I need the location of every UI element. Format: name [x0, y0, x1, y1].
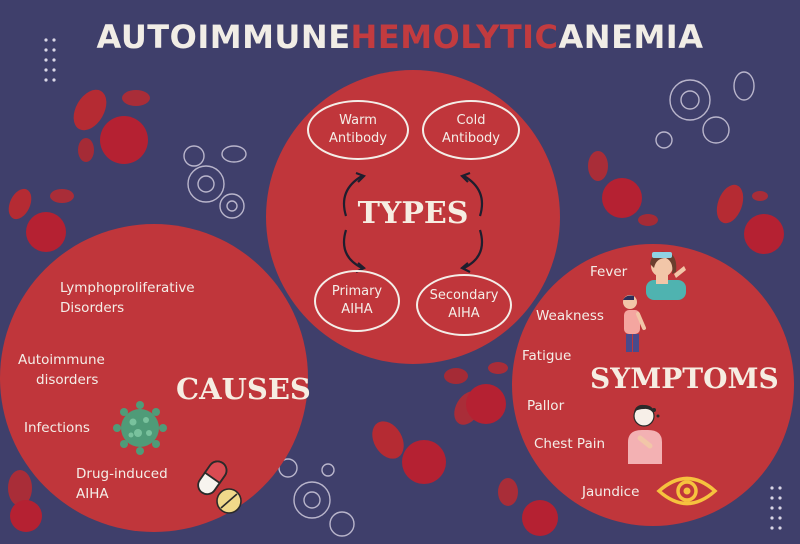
title-word-2: HEMOLYTIC — [350, 18, 559, 56]
title-word-1: AUTOIMMUNE — [96, 18, 351, 56]
type-secondary-aiha: Secondary AIHA — [416, 274, 512, 336]
curved-arrow-icon — [342, 171, 484, 273]
cause-autoimmune: Autoimmune disorders — [18, 350, 105, 390]
cause-label-line1: Infections — [24, 420, 90, 436]
cause-lymphoproliferative: Lymphoproliferative Disorders — [60, 278, 195, 318]
symptom-chest-pain: Chest Pain — [534, 436, 606, 452]
eye-icon — [656, 476, 718, 506]
cause-label-line1: Drug-induced — [76, 466, 168, 482]
outline-cell-icon — [183, 71, 755, 537]
type-label-line2: Antibody — [329, 131, 387, 146]
symptom-pallor: Pallor — [527, 398, 565, 414]
cause-label-line2: Disorders — [60, 300, 125, 316]
cause-label-line1: Lymphoproliferative — [60, 280, 195, 296]
dot-grid-bottom-right-icon — [770, 486, 782, 530]
types-heading: TYPES — [357, 196, 469, 231]
tablet-icon — [216, 488, 242, 514]
symptoms-heading: SYMPTOMS — [590, 362, 779, 395]
cause-label-line2: disorders — [36, 372, 99, 388]
cause-drug-induced: Drug-induced AIHA — [76, 464, 168, 504]
type-label-line2: Antibody — [442, 131, 500, 146]
type-label-line2: AIHA — [448, 306, 480, 321]
red-blood-cell-icon — [8, 89, 784, 536]
dot-grid-top-left-icon — [44, 38, 56, 82]
type-cold-antibody: Cold Antibody — [422, 100, 520, 160]
page-title: AUTOIMMUNEHEMOLYTICANEMIA — [0, 18, 800, 56]
type-label-line2: AIHA — [341, 302, 373, 317]
type-label-line1: Secondary — [429, 288, 499, 303]
types-arrows — [342, 171, 484, 273]
causes-circle — [0, 224, 308, 532]
type-label-line1: Cold — [456, 113, 486, 128]
symptom-fever: Fever — [590, 264, 628, 280]
pill-capsule-icon — [197, 460, 228, 496]
symptom-weakness: Weakness — [536, 308, 604, 324]
cause-label-line1: Autoimmune — [18, 352, 105, 368]
virus-icon — [113, 401, 167, 455]
title-word-3: ANEMIA — [558, 18, 704, 56]
type-label-line1: Primary — [331, 284, 383, 299]
type-primary-aiha: Primary AIHA — [314, 270, 400, 332]
type-label-line1: Warm — [339, 113, 377, 128]
weakness-person-icon — [623, 295, 646, 352]
cause-infections: Infections — [24, 418, 90, 438]
cause-label-line2: AIHA — [76, 486, 109, 502]
type-warm-antibody: Warm Antibody — [307, 100, 409, 160]
causes-heading: CAUSES — [176, 372, 311, 406]
symptom-fatigue: Fatigue — [522, 348, 572, 364]
chest-pain-person-icon — [628, 404, 662, 464]
fever-person-icon — [646, 251, 686, 300]
symptom-jaundice: Jaundice — [582, 484, 640, 500]
